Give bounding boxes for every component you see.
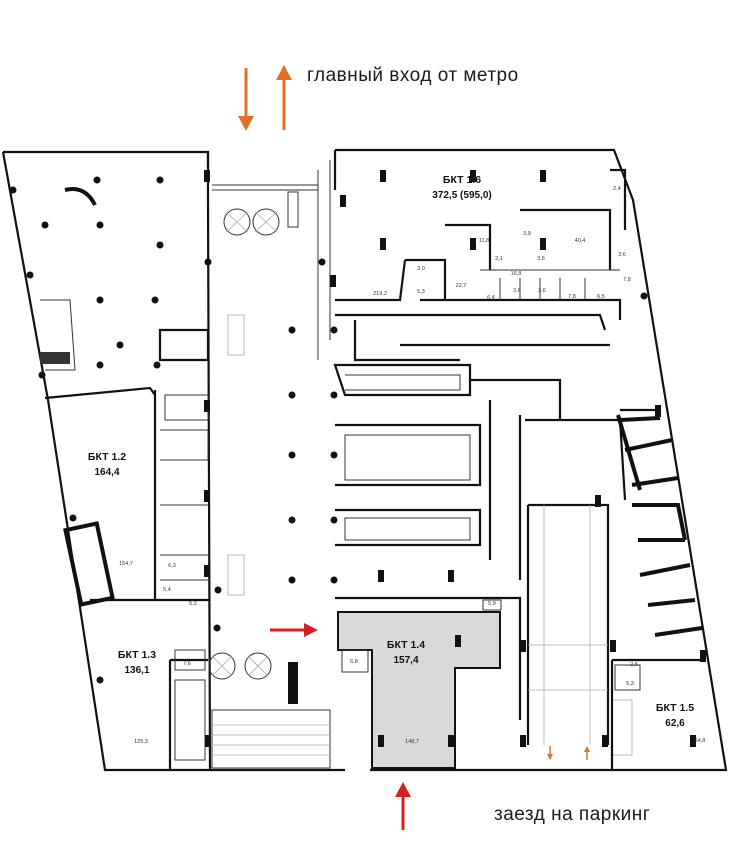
unit-name-bkt-1-2: БКТ 1.2 <box>88 451 126 463</box>
building-outline <box>1 148 728 772</box>
unit-area-bkt-1-6: 372,5 (595,0) <box>432 190 492 201</box>
unit-area-bkt-1-3: 136,1 <box>124 665 149 676</box>
unit-area-bkt-1-5: 62,6 <box>665 718 685 729</box>
room-area: 125,3 <box>134 739 148 745</box>
room-area-labels: 11,8 40,4 3,9 2,4 3,6 3,0 2,1 3,6 22,7 1… <box>119 186 705 745</box>
room-area: 154,7 <box>119 561 133 567</box>
bkt-1-4-pointer-arrow <box>270 623 318 637</box>
room-area: 6,8 <box>350 659 358 665</box>
room-area: 5,9 <box>488 601 496 607</box>
room-area: 3,6 <box>538 288 546 294</box>
room-area: 5,3 <box>417 289 425 295</box>
posts <box>204 170 706 747</box>
parking-entrance-arrow <box>395 782 411 830</box>
room-area: 7,6 <box>183 661 191 667</box>
room-area: 16,8 <box>511 271 522 277</box>
metro-entrance-arrows <box>238 65 292 131</box>
columns <box>9 176 648 684</box>
room-area: 2,4 <box>613 186 621 192</box>
room-area: 40,4 <box>575 238 586 244</box>
room-area: 6,4 <box>487 295 495 301</box>
unit-name-bkt-1-5: БКТ 1.5 <box>656 702 694 714</box>
arrow-down-head <box>238 116 254 131</box>
room-area: 3,6 <box>618 252 626 258</box>
unit-area-bkt-1-2: 164,4 <box>94 467 119 478</box>
room-area: 54,8 <box>695 738 706 744</box>
room-area: 5,3 <box>626 681 634 687</box>
room-area: 6,5 <box>597 294 605 300</box>
room-area: 5,2 <box>189 601 197 607</box>
room-area: 6,3 <box>168 563 176 569</box>
parking-bays <box>610 414 703 770</box>
parking-entrance-label: заезд на паркинг <box>494 804 650 825</box>
right-block-walls <box>333 168 660 580</box>
unit-name-bkt-1-6: БКТ 1.6 <box>443 174 481 186</box>
arrow-up-head <box>276 65 292 80</box>
bkt-1-4-walls <box>335 596 522 720</box>
room-area: 22,7 <box>456 283 467 289</box>
main-entrance-label: главный вход от метро <box>307 65 519 86</box>
room-area: 219,2 <box>373 291 387 297</box>
bkt-1-4-highlight[interactable] <box>337 611 501 769</box>
unit-name-bkt-1-4: БКТ 1.4 <box>387 639 425 651</box>
room-area: 3,9 <box>523 231 531 237</box>
room-area: 2,1 <box>495 256 503 262</box>
room-area: 11,8 <box>479 238 489 244</box>
room-area: 3,6 <box>513 288 521 294</box>
room-area: 2,5 <box>630 662 638 668</box>
room-area: 5,4 <box>163 587 171 593</box>
central-corridor <box>208 191 331 769</box>
room-area: 3,6 <box>537 256 545 262</box>
room-area: 7,8 <box>568 294 576 300</box>
left-block-walls <box>40 187 210 770</box>
room-area: 3,0 <box>417 266 425 272</box>
unit-area-bkt-1-4: 157,4 <box>393 655 418 666</box>
room-area: 148,7 <box>405 739 419 745</box>
unit-name-bkt-1-3: БКТ 1.3 <box>118 649 156 661</box>
parking-ramp <box>526 503 633 760</box>
room-area: 7,8 <box>623 277 631 283</box>
